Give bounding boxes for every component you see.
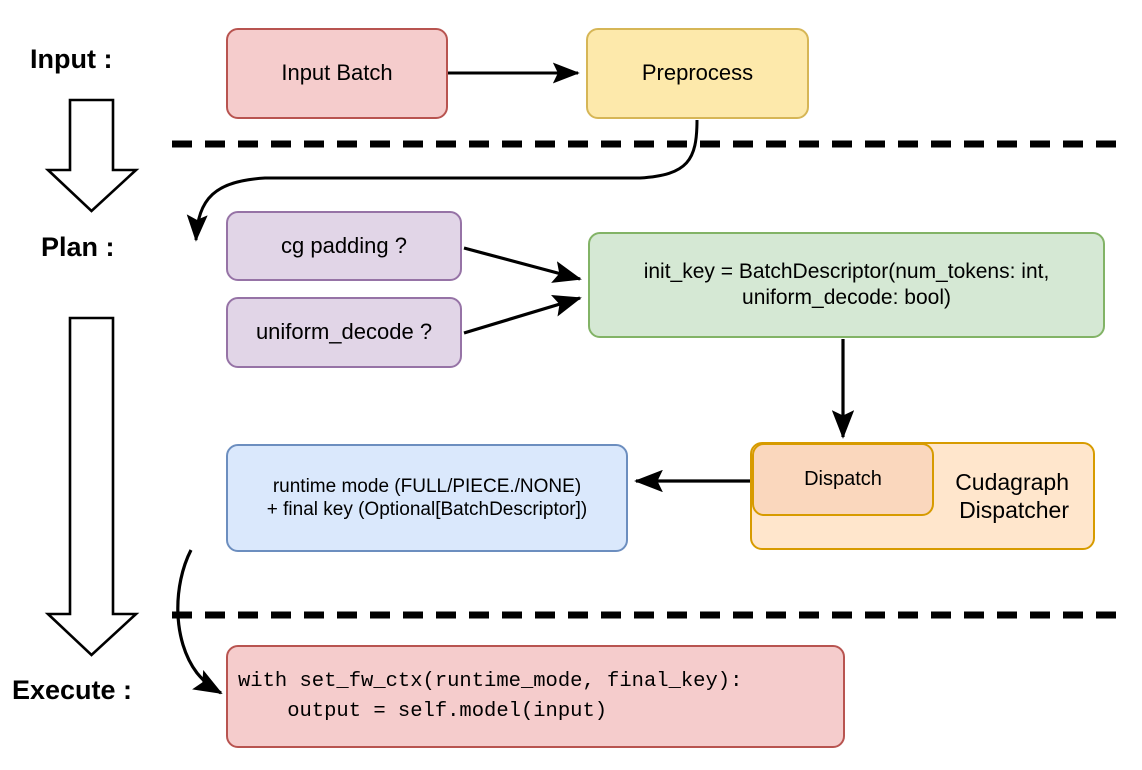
node-init-key-line1: init_key = BatchDescriptor(num_tokens: i… — [643, 260, 1050, 284]
node-input-batch[interactable]: Input Batch — [226, 28, 448, 119]
stage-label-execute: Execute : — [12, 675, 133, 705]
node-cg-padding[interactable]: cg padding ? — [226, 211, 462, 281]
node-cg-padding-label: cg padding ? — [281, 232, 407, 258]
node-dispatch-label: Dispatch — [804, 468, 882, 491]
node-init-key-line2: uniform_decode: bool) — [742, 286, 951, 309]
node-runtime-mode-line2: + final key (Optional[BatchDescriptor]) — [266, 499, 588, 520]
node-code-block-line1: with set_fw_ctx(runtime_mode, final_key)… — [238, 669, 743, 693]
node-cudagraph-dispatcher-line2: Dispatcher — [959, 497, 1069, 523]
node-preprocess[interactable]: Preprocess — [586, 28, 809, 119]
node-uniform-decode-label: uniform_decode ? — [255, 319, 433, 345]
node-code-block-line2: output = self.model(input) — [238, 699, 608, 723]
stage-label-input: Input : — [30, 44, 113, 74]
plan-to-execute-arrow — [44, 316, 140, 657]
node-runtime-mode-line1: runtime mode (FULL/PIECE./NONE) — [272, 475, 582, 497]
edge-uniform-decode-to-init-key — [463, 295, 582, 335]
edge-cg-padding-to-init-key — [463, 246, 582, 283]
node-cudagraph-dispatcher-line1: Cudagraph — [955, 468, 1069, 495]
input-to-plan-arrow — [44, 98, 140, 213]
node-runtime-mode[interactable]: runtime mode (FULL/PIECE./NONE) + final … — [226, 444, 628, 552]
edge-runtime-mode-to-code-block — [176, 549, 223, 695]
node-dispatch[interactable]: Dispatch — [752, 443, 934, 516]
node-init-key[interactable]: init_key = BatchDescriptor(num_tokens: i… — [588, 232, 1105, 338]
node-preprocess-label: Preprocess — [641, 60, 754, 86]
stage-label-plan: Plan : — [41, 232, 115, 262]
node-input-batch-label: Input Batch — [281, 60, 393, 86]
node-code-block[interactable]: with set_fw_ctx(runtime_mode, final_key)… — [226, 645, 845, 748]
edge-preprocess-to-cg-padding — [186, 119, 699, 242]
node-uniform-decode[interactable]: uniform_decode ? — [226, 297, 462, 368]
